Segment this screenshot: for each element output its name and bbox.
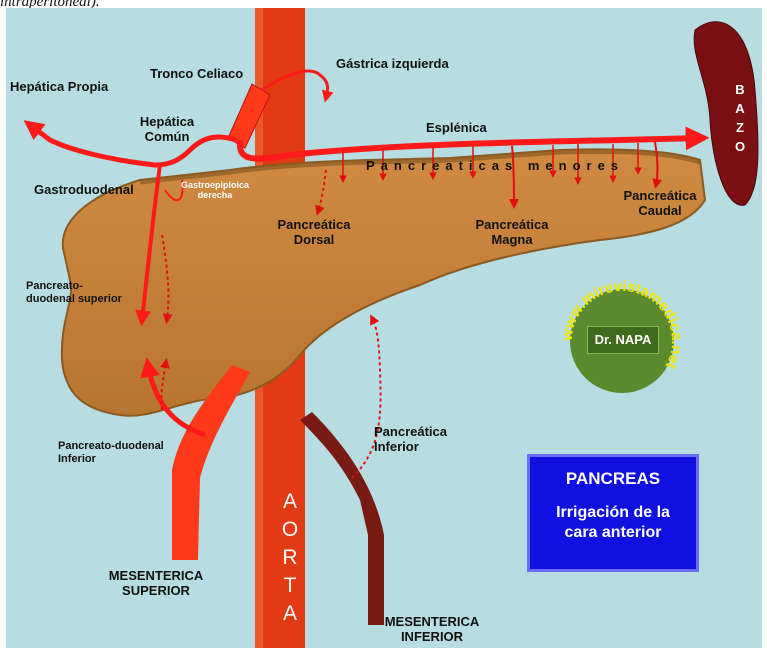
title-box-title: PANCREAS xyxy=(530,469,696,489)
label-pancreatica-caudal: Pancreática Caudal xyxy=(614,188,706,218)
label-mesenterica-inferior: MESENTERICA INFERIOR xyxy=(372,614,492,644)
spleen-shape xyxy=(694,22,758,206)
title-box-subtitle: Irrigación de la cara anterior xyxy=(530,503,696,543)
label-aorta: AORTA xyxy=(278,488,302,628)
label-pancreato-duodenal-superior: Pancreato-duodenal superior xyxy=(26,280,126,306)
label-gastroepiploica: Gastroepiploica derecha xyxy=(180,180,250,200)
label-mesenterica-superior: MESENTERICA SUPERIOR xyxy=(96,568,216,598)
logo-badge: Dr. NAPA xyxy=(559,271,685,411)
label-pancreaticas-menores: Pancreaticas menores xyxy=(366,158,624,173)
label-gastrica-izquierda: Gástrica izquierda xyxy=(336,56,449,71)
label-esplenica: Esplénica xyxy=(426,120,487,135)
label-pancreatica-dorsal: Pancreática Dorsal xyxy=(268,217,360,247)
label-bazo: BAZO xyxy=(733,80,747,156)
label-pancreato-duodenal-inferior: Pancreato-duodenal Inferior xyxy=(58,440,178,466)
label-tronco-celiaco: Tronco Celiaco xyxy=(150,66,243,81)
label-gastroduodenal: Gastroduodenal xyxy=(34,182,134,197)
title-box: PANCREAS Irrigación de la cara anterior xyxy=(527,454,699,572)
label-hepatica-comun: Hepática Común xyxy=(130,114,204,144)
label-pancreatica-inferior: Pancreática Inferior xyxy=(374,424,464,454)
logo-center-text: Dr. NAPA xyxy=(587,326,659,354)
pancreatica-inferior-artery xyxy=(352,318,381,478)
label-hepatica-propia: Hepática Propia xyxy=(10,79,108,94)
mesenterica-inferior-vessel xyxy=(300,412,384,625)
label-pancreatica-magna: Pancreática Magna xyxy=(466,217,558,247)
